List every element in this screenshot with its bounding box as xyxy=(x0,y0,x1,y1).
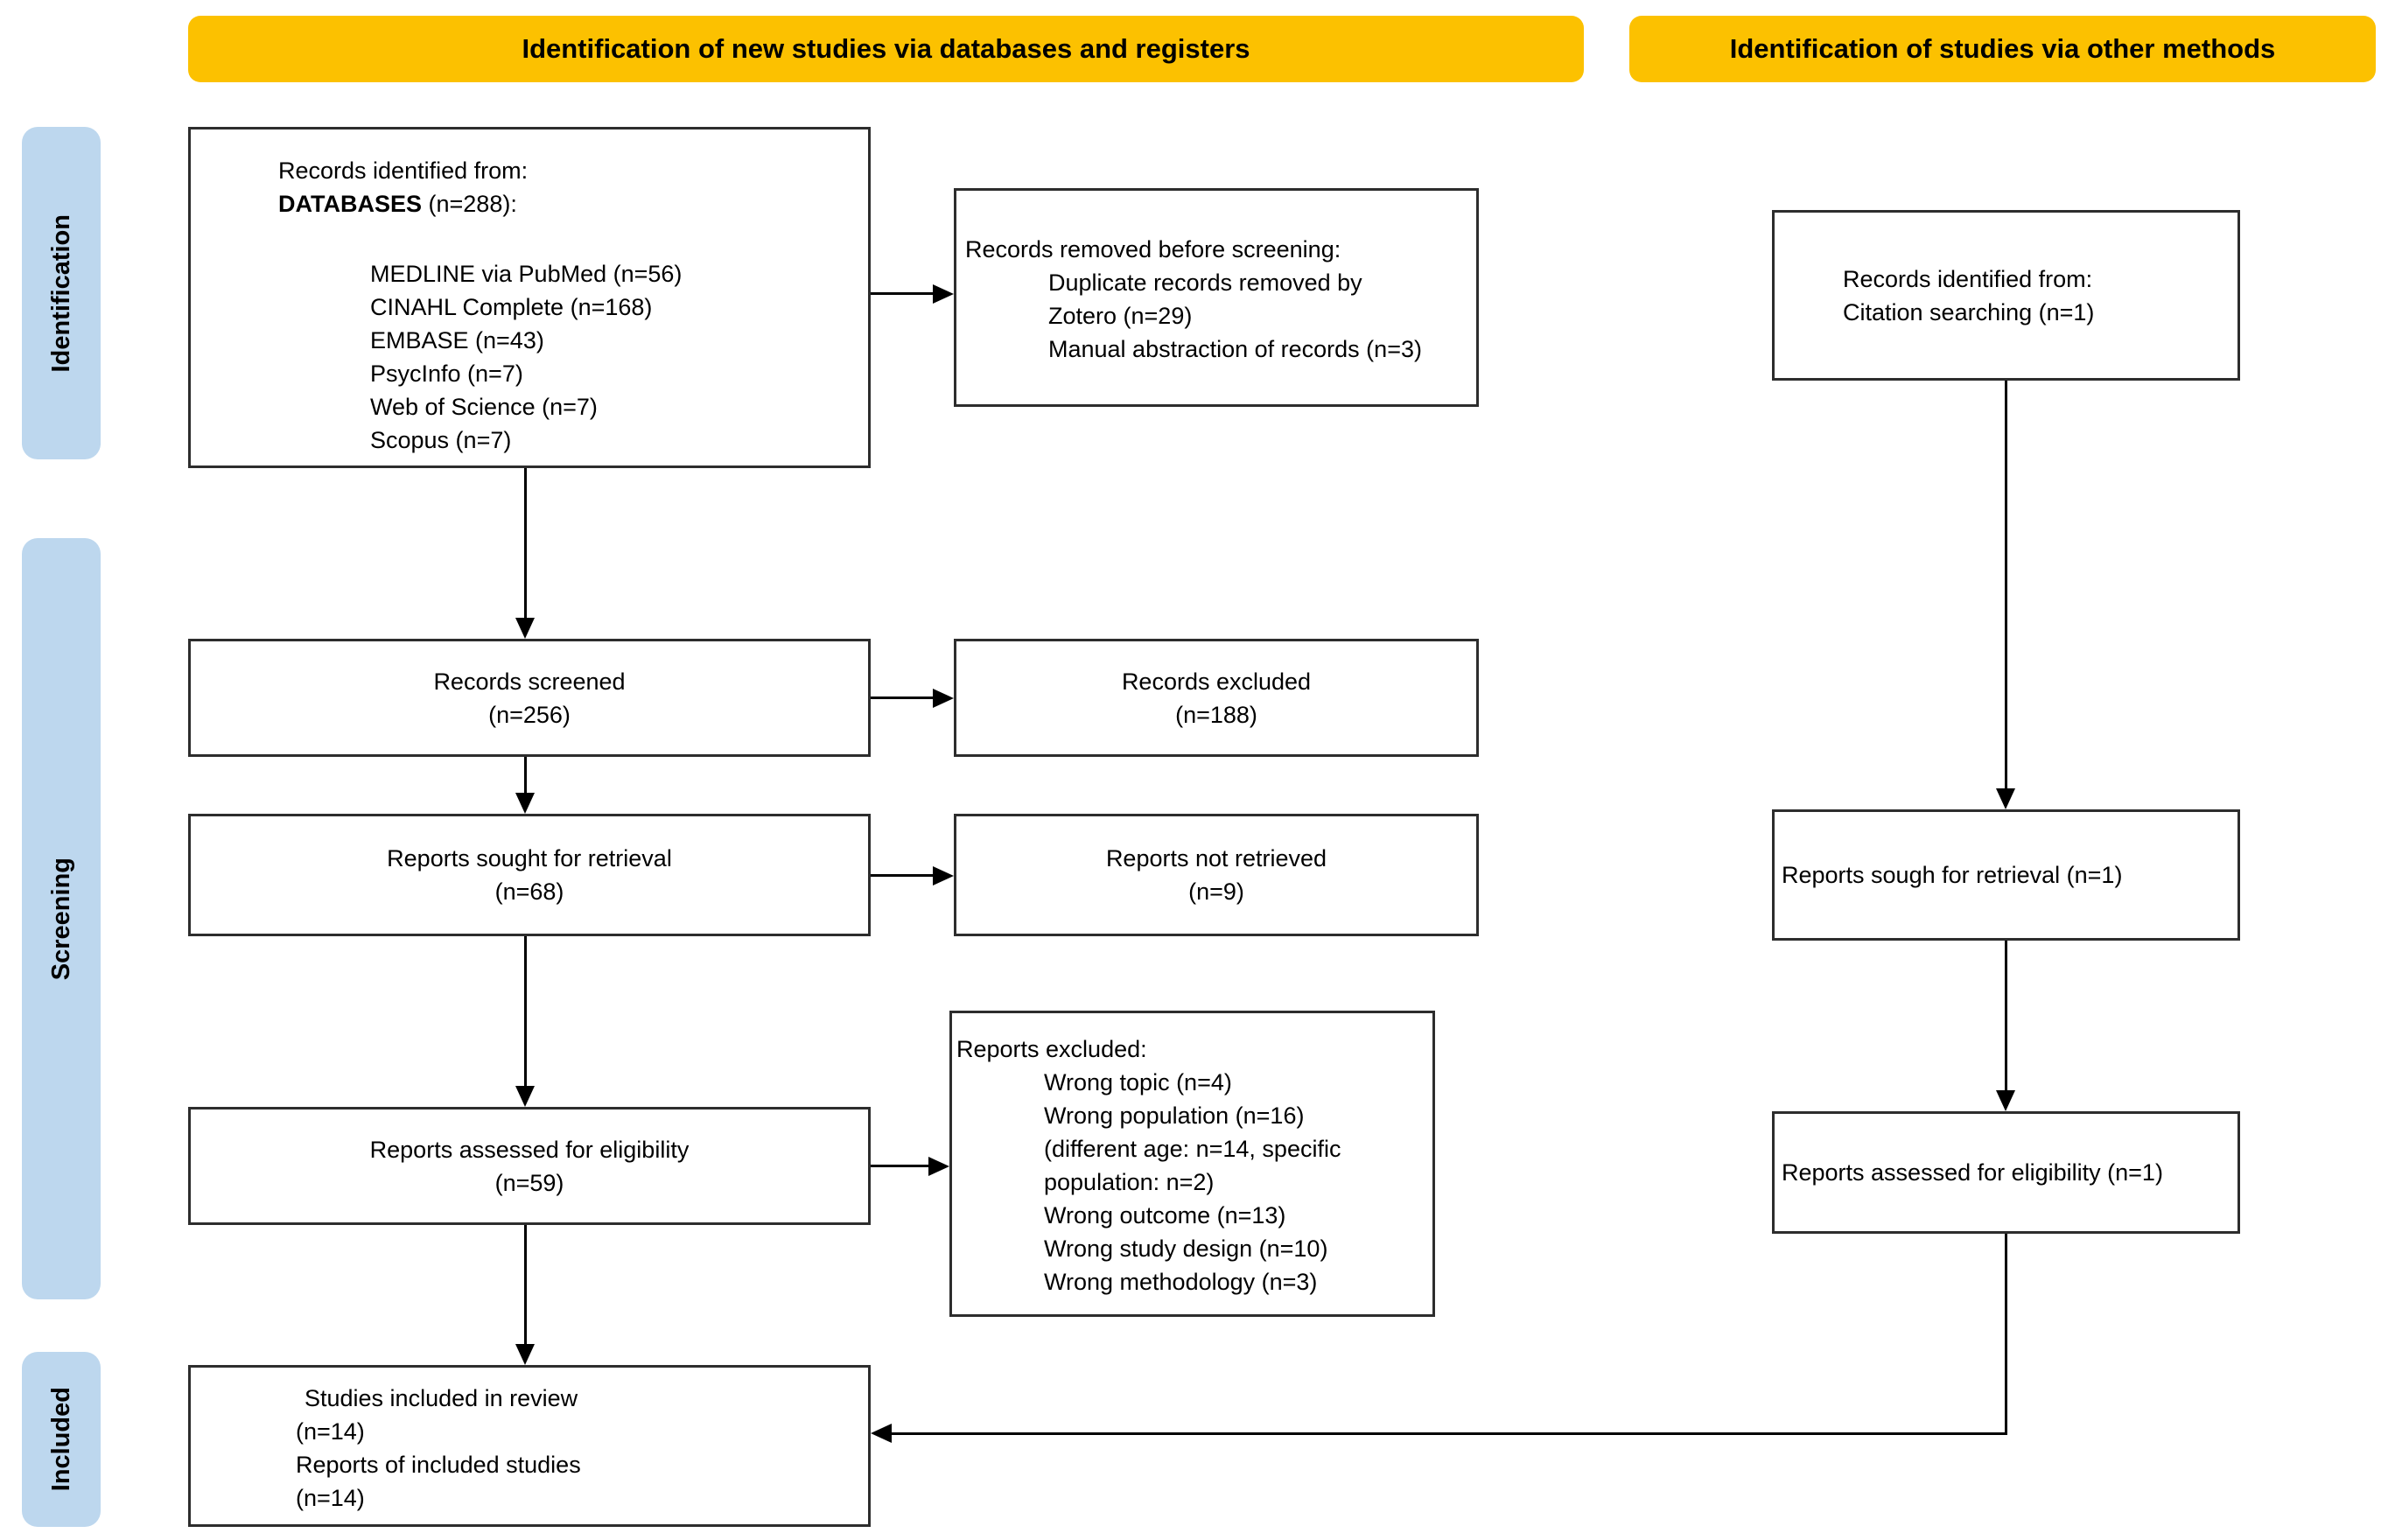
arrowhead-citation-to-sough xyxy=(1996,788,2015,809)
stage-identification-label: Identification xyxy=(46,214,75,373)
arrow-assessed-to-excluded xyxy=(871,1165,930,1167)
box-reports-sough-other: Reports sough for retrieval (n=1) xyxy=(1772,809,2240,941)
stage-screening: Screening xyxy=(22,538,101,1299)
banner-other-methods: Identification of studies via other meth… xyxy=(1629,16,2376,82)
reports-assessed-other-line: Reports assessed for eligibility (n=1) xyxy=(1782,1159,2163,1186)
arrow-identified-to-screened xyxy=(524,468,527,621)
arrowhead-sought-to-assessed xyxy=(515,1086,535,1107)
database-item: MEDLINE via PubMed (n=56) xyxy=(370,261,683,287)
reports-excluded-item: Wrong methodology (n=3) xyxy=(1044,1269,1318,1295)
studies-included-line: Studies included in review xyxy=(305,1385,578,1411)
database-item: PsycInfo (n=7) xyxy=(370,360,523,387)
arrow-assessed-other-to-included-horizontal xyxy=(892,1432,2007,1435)
banner-other-methods-label: Identification of studies via other meth… xyxy=(1729,33,2276,64)
reports-assessed-line1: Reports assessed for eligibility xyxy=(369,1136,690,1163)
records-identified-databases-bold: DATABASES xyxy=(278,191,423,217)
arrow-screened-to-excluded xyxy=(871,696,935,699)
records-excluded-line2: (n=188) xyxy=(1175,701,1257,728)
reports-not-retrieved-line2: (n=9) xyxy=(1188,878,1244,905)
reports-not-retrieved-line1: Reports not retrieved xyxy=(1105,845,1327,872)
database-item: Web of Science (n=7) xyxy=(370,394,598,420)
records-screened-line1: Records screened xyxy=(433,668,626,695)
box-reports-assessed: Reports assessed for eligibility (n=59) xyxy=(188,1107,871,1225)
reports-assessed-line2: (n=59) xyxy=(494,1169,564,1196)
records-removed-list: Duplicate records removed by Zotero (n=2… xyxy=(1048,266,1469,366)
citation-records-line2: Citation searching (n=1) xyxy=(1843,298,2095,326)
banner-databases-registers-label: Identification of new studies via databa… xyxy=(522,33,1250,64)
arrowhead-assessed-to-included xyxy=(515,1344,535,1365)
stage-included-label: Included xyxy=(46,1387,75,1492)
arrowhead-identified-to-screened xyxy=(515,618,535,639)
database-item: EMBASE (n=43) xyxy=(370,327,544,354)
banner-databases-registers: Identification of new studies via databa… xyxy=(188,16,1584,82)
records-removed-item: Duplicate records removed by xyxy=(1048,270,1362,296)
records-identified-line2: DATABASES (n=288): xyxy=(278,187,859,220)
stage-included: Included xyxy=(22,1352,101,1527)
box-reports-not-retrieved: Reports not retrieved (n=9) xyxy=(954,814,1479,936)
reports-excluded-item: Wrong population (n=16) xyxy=(1044,1102,1305,1129)
records-removed-item: Zotero (n=29) xyxy=(1048,303,1193,329)
box-records-removed: Records removed before screening: Duplic… xyxy=(954,188,1479,407)
reports-sough-other-line: Reports sough for retrieval (n=1) xyxy=(1782,862,2123,888)
arrowhead-assessed-other-to-included xyxy=(871,1424,892,1443)
reports-excluded-item: population: n=2) xyxy=(1044,1169,1215,1195)
arrowhead-sought-to-not-retrieved xyxy=(933,866,954,886)
studies-included-line: (n=14) xyxy=(296,1418,365,1445)
studies-included-line: Reports of included studies xyxy=(296,1452,581,1478)
reports-sought-line2: (n=68) xyxy=(494,878,564,905)
studies-included-line: (n=14) xyxy=(296,1485,365,1511)
arrow-citation-to-sough xyxy=(2005,381,2007,790)
box-reports-excluded: Reports excluded: Wrong topic (n=4) Wron… xyxy=(949,1011,1435,1317)
reports-sought-line1: Reports sought for retrieval xyxy=(387,845,672,872)
reports-excluded-item: Wrong study design (n=10) xyxy=(1044,1236,1328,1262)
arrow-sought-to-assessed xyxy=(524,936,527,1088)
arrow-assessed-other-to-included-vertical xyxy=(2005,1234,2007,1435)
stage-screening-label: Screening xyxy=(46,857,75,981)
arrow-assessed-to-included xyxy=(524,1225,527,1346)
database-item: CINAHL Complete (n=168) xyxy=(370,294,653,320)
box-reports-sought: Reports sought for retrieval (n=68) xyxy=(188,814,871,936)
citation-records-line1: Records identified from: xyxy=(1843,265,2093,292)
records-excluded-line1: Records excluded xyxy=(1121,668,1312,695)
box-records-identified: Records identified from: DATABASES (n=28… xyxy=(188,127,871,468)
records-identified-list: MEDLINE via PubMed (n=56) CINAHL Complet… xyxy=(370,257,859,457)
database-item: Scopus (n=7) xyxy=(370,427,512,453)
arrow-identified-to-removed xyxy=(871,292,935,295)
box-records-excluded: Records excluded (n=188) xyxy=(954,639,1479,757)
records-removed-item: Manual abstraction of records (n=3) xyxy=(1048,336,1422,362)
arrowhead-sough-to-assessed-other xyxy=(1996,1090,2015,1111)
reports-excluded-item: Wrong topic (n=4) xyxy=(1044,1069,1232,1096)
reports-excluded-list: Wrong topic (n=4) Wrong population (n=16… xyxy=(1044,1066,1428,1298)
arrow-screened-to-sought xyxy=(524,757,527,794)
reports-excluded-item: Wrong outcome (n=13) xyxy=(1044,1202,1286,1228)
records-identified-line1: Records identified from: xyxy=(278,158,529,184)
box-reports-assessed-other: Reports assessed for eligibility (n=1) xyxy=(1772,1111,2240,1234)
records-identified-count: (n=288): xyxy=(422,191,517,217)
arrowhead-identified-to-removed xyxy=(933,284,954,304)
box-citation-records: Records identified from: Citation search… xyxy=(1772,210,2240,381)
stage-identification: Identification xyxy=(22,127,101,459)
records-screened-line2: (n=256) xyxy=(488,701,571,728)
records-removed-title: Records removed before screening: xyxy=(965,236,1341,262)
box-studies-included: Studies included in review (n=14) Report… xyxy=(188,1365,871,1527)
arrowhead-screened-to-sought xyxy=(515,793,535,814)
arrow-sough-to-assessed-other xyxy=(2005,941,2007,1092)
box-records-screened: Records screened (n=256) xyxy=(188,639,871,757)
reports-excluded-item: (different age: n=14, specific xyxy=(1044,1136,1341,1162)
arrow-sought-to-not-retrieved xyxy=(871,874,935,877)
reports-excluded-title: Reports excluded: xyxy=(956,1036,1147,1062)
arrowhead-screened-to-excluded xyxy=(933,689,954,708)
arrowhead-assessed-to-excluded xyxy=(928,1157,949,1176)
